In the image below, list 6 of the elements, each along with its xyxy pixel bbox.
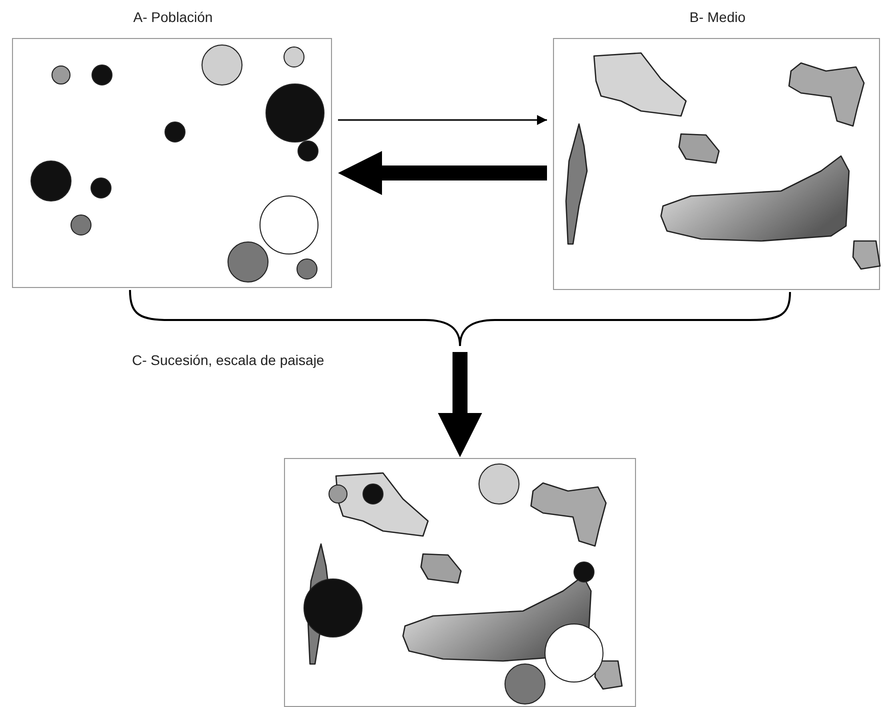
panel-heading: A- Población (132, 9, 214, 25)
panel-heading: B- Medio (688, 9, 747, 25)
arrow (338, 151, 547, 195)
panel-heading: C- Sucesión, escala de paisaje (132, 352, 324, 368)
arrow (338, 115, 547, 125)
brace-arrow (438, 292, 791, 457)
